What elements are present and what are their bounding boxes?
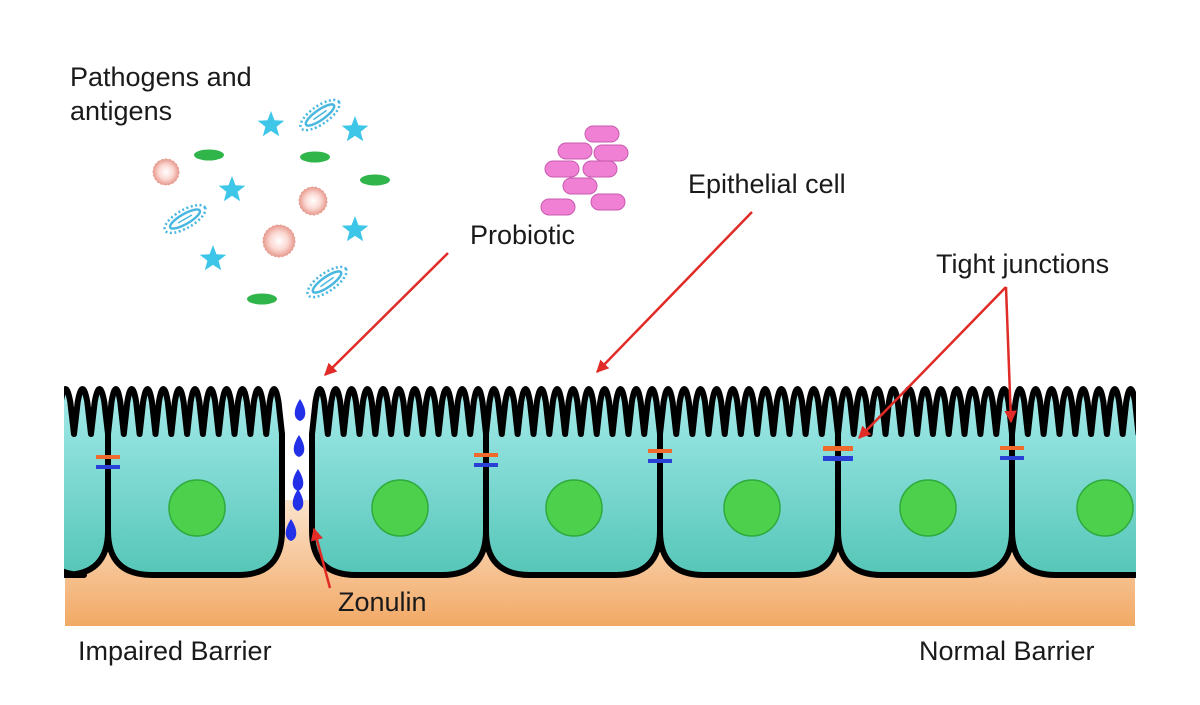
probiotic-bacterium xyxy=(593,144,629,162)
tight-junction-top xyxy=(648,449,672,453)
tight-junction-bottom xyxy=(1000,456,1024,460)
zonulin-droplet xyxy=(293,435,305,457)
tight-junction-bottom xyxy=(823,456,853,461)
cell-nucleus xyxy=(723,479,781,537)
zonulin-droplet xyxy=(292,489,304,511)
right-mask xyxy=(1136,300,1200,660)
probiotic-label: Probiotic xyxy=(470,220,576,250)
antigen-sphere xyxy=(298,186,328,216)
cell-nucleus xyxy=(899,479,957,537)
bacterium xyxy=(163,203,207,235)
zonulin-label: Zonulin xyxy=(338,587,427,617)
epithelial-cell-label: Epithelial cell xyxy=(688,169,846,199)
pointer-arrow xyxy=(1004,286,1017,424)
pathogens-label: Pathogens and antigens xyxy=(70,62,252,126)
antigen-star xyxy=(257,111,285,137)
probiotic-bacterium xyxy=(540,198,576,216)
tight-junctions-label: Tight junctions xyxy=(936,249,1110,279)
probiotic-bacterium xyxy=(590,193,626,211)
tight-junction-bottom xyxy=(648,459,672,463)
antigen-star xyxy=(199,245,227,271)
cell-nucleus xyxy=(371,479,429,537)
probiotic-cluster xyxy=(540,125,629,216)
probiotic-bacterium xyxy=(544,160,580,178)
left-mask xyxy=(0,300,64,660)
bacterium xyxy=(306,265,348,299)
tight-junction-top xyxy=(823,446,853,451)
bacterium xyxy=(299,98,341,132)
antigen-star xyxy=(218,176,246,202)
antigen-sphere xyxy=(152,158,180,186)
tight-junction-top xyxy=(96,455,120,459)
normal-barrier-label: Normal Barrier xyxy=(919,636,1095,666)
tight-junction-group xyxy=(96,446,1024,469)
antigen-sphere xyxy=(262,224,296,258)
antigen-oval xyxy=(300,151,330,163)
zonulin-droplet xyxy=(292,469,304,491)
impaired-barrier-label: Impaired Barrier xyxy=(78,636,272,666)
tight-junction-bottom xyxy=(474,463,498,467)
cell-nucleus xyxy=(1076,479,1134,537)
pointer-arrow xyxy=(310,527,332,589)
zonulin-droplet xyxy=(285,519,297,541)
antigen-oval xyxy=(247,293,277,305)
antigen-oval xyxy=(194,149,224,161)
pathogens-group xyxy=(152,98,390,305)
pointer-arrow xyxy=(858,286,1007,439)
cell-nucleus xyxy=(168,479,226,537)
probiotic-bacterium xyxy=(582,160,618,178)
antigen-star xyxy=(341,116,369,142)
probiotic-bacterium xyxy=(557,142,593,160)
pointer-arrows xyxy=(310,211,1017,589)
pointer-arrow xyxy=(324,252,449,376)
cell-nucleus xyxy=(545,479,603,537)
antigen-star xyxy=(341,216,369,242)
probiotic-bacterium xyxy=(562,177,598,195)
zonulin-group xyxy=(285,399,306,541)
tight-junction-top xyxy=(474,453,498,457)
pointer-arrow xyxy=(596,211,753,373)
zonulin-droplet xyxy=(294,399,306,421)
tight-junction-top xyxy=(1000,446,1024,450)
tight-junction-bottom xyxy=(96,465,120,469)
epithelial-layer xyxy=(0,300,1200,660)
antigen-oval xyxy=(360,174,390,186)
probiotic-bacterium xyxy=(584,125,620,143)
